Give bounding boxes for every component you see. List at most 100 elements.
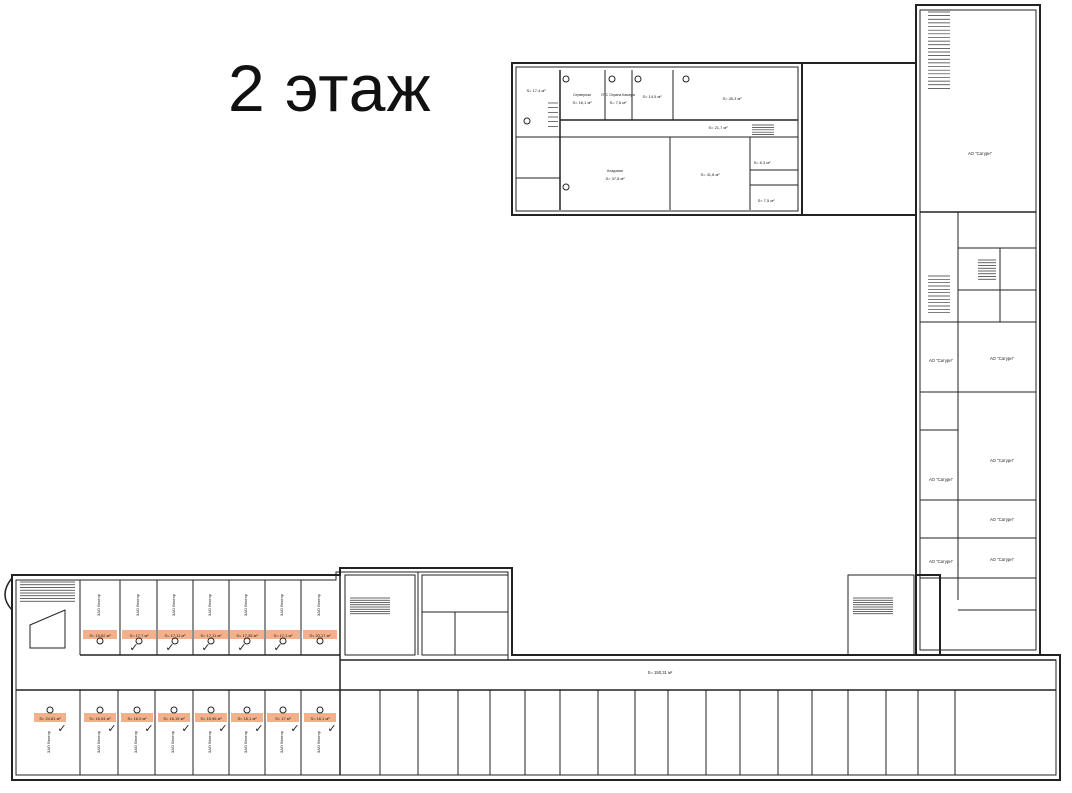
tenant-label: АО "Сатурн" [929,358,954,363]
room-marker [634,75,642,83]
room-area-text: S= 15,62 м² [89,633,111,638]
tenant-label: АО "Сатурн" [990,557,1015,562]
room-label-text: ЗАО Вектор [170,730,175,753]
room-marker [243,637,251,645]
room-marker [243,706,251,714]
check-mark: ✓ [327,723,336,735]
room-label-text: ЗАО Вектор [207,730,212,753]
check-mark: ✓ [165,642,174,654]
room-area-text: S= 37,8 м² [605,176,625,181]
room-marker [171,637,179,645]
room-area-text: S= 17,4 м² [526,88,546,93]
room-area-text: S= 14,5 м² [642,94,662,99]
room-area-text: S= 21,7 м² [708,125,728,130]
room-marker [207,637,215,645]
tenant-label: АО "Сатурн" [990,517,1015,522]
room-marker [207,706,215,714]
room-marker [96,637,104,645]
room-marker [316,706,324,714]
room-marker [562,75,570,83]
tenant-label: АО "Сатурн" [929,477,954,482]
room-label-text: Серверная [573,93,591,97]
room-marker [682,75,690,83]
room-marker [170,706,178,714]
room-area-text: S= 17 м² [275,716,291,721]
check-mark: ✓ [57,723,66,735]
room-marker [96,706,104,714]
room-marker [316,637,324,645]
room-marker [562,183,570,191]
check-mark: ✓ [290,723,299,735]
room-area-text: S= 16,04 м² [89,716,111,721]
room-marker [279,706,287,714]
room-area-text: S= 16,15 м² [163,716,185,721]
floor-title: 2 этаж [228,51,432,125]
room-area-text: S= 17,35 м² [236,633,258,638]
room-area-text: S= 17,11 м² [200,633,222,638]
stairs [20,11,996,615]
tenant-label: АО "Сатурн" [968,151,993,156]
room-area-text: S= 16,1 м² [237,716,257,721]
room-label-text: ЗАО Вектор [96,730,101,753]
room-area-text: S= 41,8 м² [700,172,720,177]
check-mark: ✓ [129,642,138,654]
check-mark: ✓ [254,723,263,735]
area-highlight [158,713,190,722]
room-area-text: S= 20,17 м² [309,633,331,638]
room-marker [279,637,287,645]
room-area-text: S= 24,81 м² [39,716,61,721]
check-mark: ✓ [218,723,227,735]
room-label-text: ЗАО Вектор [243,593,248,616]
area-highlight [84,713,116,722]
area-highlight [121,713,153,722]
area-highlight [266,630,300,639]
room-marker [46,706,54,714]
room-labels: S= 17,4 м² S= 16,1 м² Серверная S= 7,6 м² УП… [34,75,1015,753]
room-label-text: ЗАО Вектор [171,593,176,616]
check-mark: ✓ [273,642,282,654]
check-mark: ✓ [144,723,153,735]
room-area-text: S= 7,6 м² [610,100,628,105]
check-mark: ✓ [107,723,116,735]
room-area-text: S= 16,1 м² [310,716,330,721]
check-mark: ✓ [201,642,210,654]
room-label-text: ЗАО Вектор [279,593,284,616]
room-marker [608,75,616,83]
room-area-text: S= 16,1 м² [572,100,592,105]
room-label-text: ЗАО Вектор [243,730,248,753]
room-label-text: ЗАО Вектор [279,730,284,753]
corridor-area: S= 150,31 м² [648,670,673,675]
area-highlight [304,713,336,722]
area-highlight [158,630,192,639]
area-highlight [194,630,228,639]
area-highlight [303,630,337,639]
room-area-text: S= 15,96 м² [200,716,222,721]
room-area-text: S= 45,3 м² [722,96,742,101]
room-label-text: УПС Охрана Камеры [601,93,636,97]
room-marker [133,706,141,714]
tenant-label: АО "Сатурн" [929,559,954,564]
area-highlight [34,713,66,722]
room-area-text: S= 7,5 м² [758,198,776,203]
room-marker [135,637,143,645]
room-label-text: Кладовая [607,169,623,173]
room-label-text: ЗАО Вектор [316,593,321,616]
walls [4,4,1061,781]
area-highlight [231,713,263,722]
room-label-text: ЗАО Вектор [96,593,101,616]
area-highlight [195,713,227,722]
room-label-text: ЗАО Вектор [133,730,138,753]
room-label-text: ЗАО Вектор [135,593,140,616]
area-highlight [230,630,264,639]
room-area-text: S= 17,7 м² [129,633,149,638]
room-area-text: S= 8,3 м² [754,160,772,165]
area-highlight [83,630,117,639]
room-label-text: ЗАО Вектор [207,593,212,616]
check-mark: ✓ [181,723,190,735]
check-mark: ✓ [237,642,246,654]
room-label-text: ЗАО Вектор [316,730,321,753]
area-highlight [122,630,156,639]
tenant-label: АО "Сатурн" [990,356,1015,361]
room-label-text: ЗАО Вектор [46,730,51,753]
room-area-text: S= 17,11 м² [164,633,186,638]
